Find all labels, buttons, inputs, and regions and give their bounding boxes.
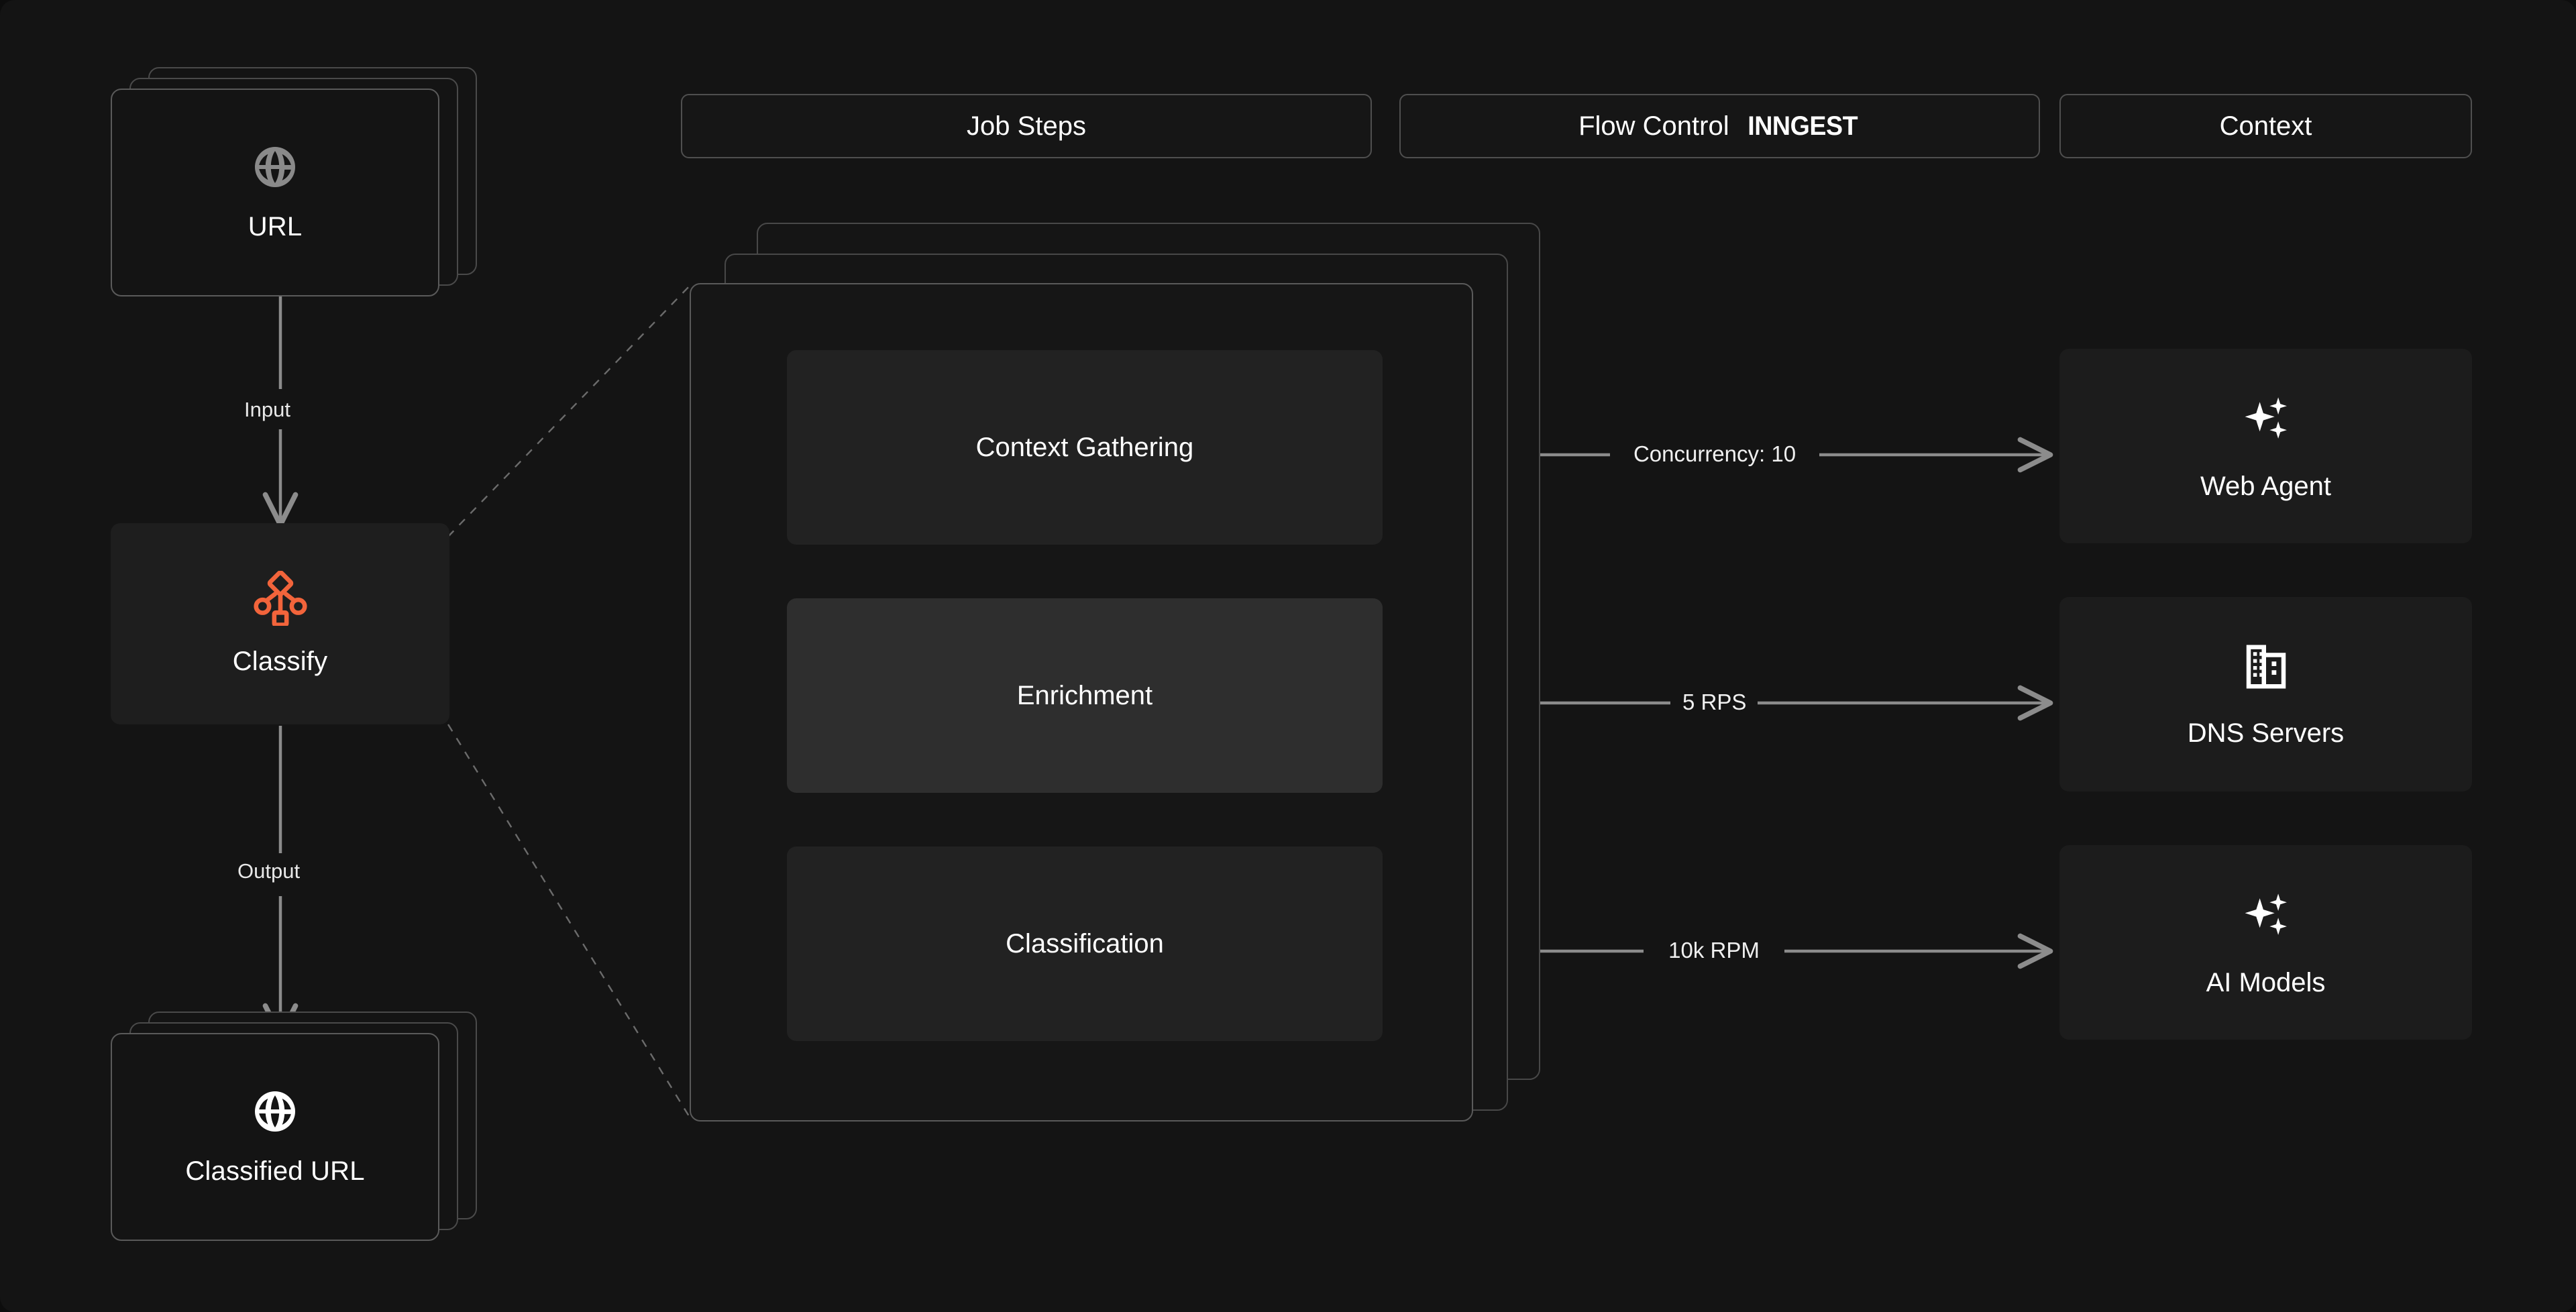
step-label: Classification <box>1006 928 1164 959</box>
connection-label-rps: 5 RPS <box>1670 690 1758 715</box>
classify-node-label: Classify <box>232 647 328 676</box>
classify-node[interactable]: Classify <box>111 523 449 724</box>
office-building-icon <box>2240 641 2292 700</box>
step-card-enrichment[interactable]: Enrichment <box>787 598 1383 793</box>
step-label: Context Gathering <box>975 432 1194 462</box>
resource-label: AI Models <box>2206 967 2326 997</box>
tab-context-label: Context <box>2219 111 2312 141</box>
resource-label: DNS Servers <box>2187 718 2345 748</box>
connection-label-concurrency: Concurrency: 10 <box>1610 441 1819 467</box>
sparkles-icon <box>2239 887 2294 949</box>
input-node-label: URL <box>248 212 303 241</box>
job-panel-front[interactable]: Context Gathering Enrichment Classificat… <box>690 283 1473 1122</box>
resource-card-dns-servers[interactable]: DNS Servers <box>2059 597 2472 791</box>
sparkles-icon <box>2239 391 2294 453</box>
resource-label: Web Agent <box>2200 471 2331 501</box>
step-label: Enrichment <box>1016 680 1153 710</box>
globe-icon <box>251 143 299 195</box>
expansion-dashed-lines <box>447 282 694 1122</box>
input-node-card[interactable]: URL <box>111 89 439 296</box>
tab-context[interactable]: Context <box>2059 94 2472 158</box>
output-node-card[interactable]: Classified URL <box>111 1033 439 1241</box>
workflow-branch-icon <box>251 570 310 629</box>
connection-label-rpm: 10k RPM <box>1644 938 1784 963</box>
input-node-stack: URL <box>111 67 513 296</box>
inngest-logo: INNGEST <box>1747 111 1858 141</box>
edge-label-input: Input <box>235 398 300 422</box>
tab-flow-control-label: Flow Control <box>1578 111 1729 141</box>
tab-job-steps-label: Job Steps <box>967 111 1086 141</box>
edge-label-output: Output <box>228 859 310 883</box>
step-card-context-gathering[interactable]: Context Gathering <box>787 350 1383 545</box>
globe-icon <box>251 1087 299 1139</box>
tab-job-steps[interactable]: Job Steps <box>681 94 1372 158</box>
output-node-label: Classified URL <box>185 1156 365 1186</box>
tab-flow-control[interactable]: Flow Control INNGEST <box>1399 94 2040 158</box>
output-node-stack: Classified URL <box>111 1012 513 1241</box>
step-card-classification[interactable]: Classification <box>787 846 1383 1041</box>
resource-card-ai-models[interactable]: AI Models <box>2059 845 2472 1040</box>
resource-card-web-agent[interactable]: Web Agent <box>2059 349 2472 543</box>
